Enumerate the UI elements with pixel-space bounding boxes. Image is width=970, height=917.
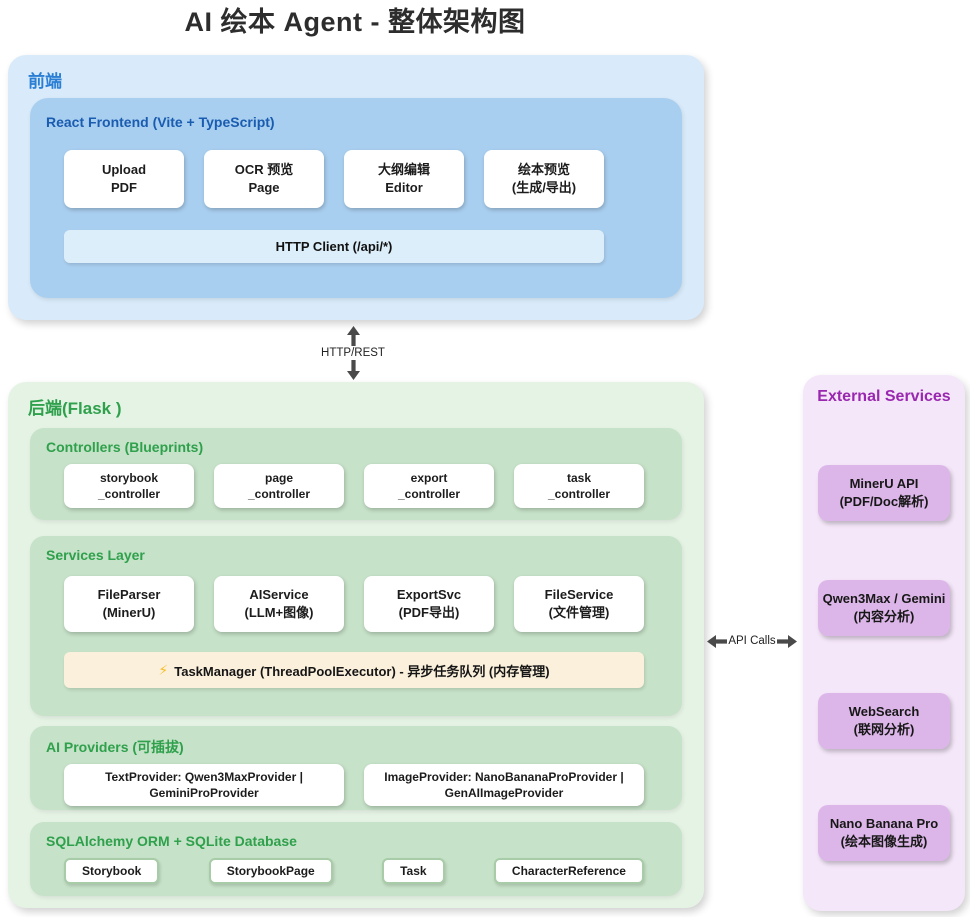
controller-label-line2: _controller <box>247 487 310 501</box>
controller-label-line1: task <box>566 470 592 485</box>
module-label-line1: Upload <box>101 162 147 178</box>
backend-external-connector: API Calls <box>705 628 799 654</box>
service-label-line2: (PDF导出) <box>398 605 460 620</box>
controllers-label: Controllers (Blueprints) <box>46 439 204 455</box>
database-subsection: SQLAlchemy ORM + SQLite Database Storybo… <box>30 822 682 896</box>
database-tables-row: Storybook StorybookPage Task CharacterRe… <box>64 858 644 884</box>
export-controller-box: export _controller <box>364 464 494 508</box>
frontend-section: 前端 React Frontend (Vite + TypeScript) Up… <box>8 55 704 320</box>
lightning-icon: ⚡ <box>158 661 169 678</box>
ocr-preview-module: OCR 预览 Page <box>204 150 324 208</box>
service-label-line2: (文件管理) <box>548 605 610 620</box>
up-arrow-icon <box>346 326 360 346</box>
react-frontend-container: React Frontend (Vite + TypeScript) Uploa… <box>30 98 682 298</box>
service-label-line1: FileParser <box>97 587 161 603</box>
module-label-line2: Page <box>248 180 280 195</box>
http-client-bar: HTTP Client (/api/*) <box>64 230 604 263</box>
page-controller-box: page _controller <box>214 464 344 508</box>
providers-row: TextProvider: Qwen3MaxProvider | GeminiP… <box>64 764 644 806</box>
provider-label-line2: GeminiProProvider <box>149 786 259 800</box>
frontend-section-label: 前端 <box>28 72 62 91</box>
nano-banana-pro-box: Nano Banana Pro (绘本图像生成) <box>818 805 950 861</box>
react-frontend-label: React Frontend (Vite + TypeScript) <box>46 114 275 130</box>
external-label-line1: Nano Banana Pro <box>829 816 939 832</box>
diagram-title: AI 绘本 Agent - 整体架构图 <box>184 7 526 37</box>
storybook-controller-box: storybook _controller <box>64 464 194 508</box>
service-label-line1: FileService <box>544 587 614 603</box>
export-svc-box: ExportSvc (PDF导出) <box>364 576 494 632</box>
file-service-box: FileService (文件管理) <box>514 576 644 632</box>
mineru-api-box: MinerU API (PDF/Doc解析) <box>818 465 950 521</box>
ai-providers-label: AI Providers (可插拔) <box>46 739 184 755</box>
external-label-line2: (联网分析) <box>853 722 915 737</box>
external-services-section: External Services MinerU API (PDF/Doc解析)… <box>803 375 965 911</box>
external-label-line1: MinerU API <box>849 476 919 492</box>
file-parser-box: FileParser (MinerU) <box>64 576 194 632</box>
module-label-line1: OCR 预览 <box>234 162 294 178</box>
controller-label-line2: _controller <box>97 487 160 501</box>
module-label-line2: (生成/导出) <box>511 180 577 195</box>
database-label: SQLAlchemy ORM + SQLite Database <box>46 833 297 849</box>
module-label-line2: PDF <box>111 180 137 195</box>
service-label-line1: ExportSvc <box>396 587 462 603</box>
controller-label-line1: page <box>264 470 293 485</box>
module-label-line1: 大纲编辑 <box>377 162 430 178</box>
provider-label-line1: ImageProvider: NanoBananaProProvider | <box>384 769 624 784</box>
right-arrow-icon <box>776 634 797 648</box>
service-label-line2: (LLM+图像) <box>244 605 314 620</box>
controller-label-line2: _controller <box>547 487 610 501</box>
http-rest-label: HTTP/REST <box>321 347 385 359</box>
qwen-gemini-box: Qwen3Max / Gemini (内容分析) <box>818 580 950 636</box>
provider-label-line2: GenAIImageProvider <box>444 786 564 800</box>
external-label-line2: (内容分析) <box>853 609 915 624</box>
module-label-line2: Editor <box>385 180 423 195</box>
frontend-backend-connector: HTTP/REST <box>313 325 393 381</box>
controllers-subsection: Controllers (Blueprints) storybook _cont… <box>30 428 682 520</box>
provider-label-line1: TextProvider: Qwen3MaxProvider | <box>105 769 303 784</box>
frontend-modules-row: Upload PDF OCR 预览 Page 大纲编辑 Editor 绘本预览 … <box>64 150 604 208</box>
task-manager-bar: ⚡ TaskManager (ThreadPoolExecutor) - 异步任… <box>64 652 644 688</box>
backend-section: 后端(Flask ) Controllers (Blueprints) stor… <box>8 382 704 908</box>
task-manager-label: TaskManager (ThreadPoolExecutor) - 异步任务队… <box>174 663 550 679</box>
task-controller-box: task _controller <box>514 464 644 508</box>
service-label-line2: (MinerU) <box>102 605 156 620</box>
controllers-row: storybook _controller page _controller e… <box>64 464 644 508</box>
services-subsection: Services Layer FileParser (MinerU) AISer… <box>30 536 682 716</box>
api-calls-label: API Calls <box>728 635 776 647</box>
ai-providers-subsection: AI Providers (可插拔) TextProvider: Qwen3Ma… <box>30 726 682 810</box>
services-row: FileParser (MinerU) AIService (LLM+图像) E… <box>64 576 644 632</box>
controller-label-line1: export <box>410 470 448 485</box>
backend-section-label: 后端(Flask ) <box>28 399 122 418</box>
external-label-line2: (PDF/Doc解析) <box>839 494 929 509</box>
storybook-page-table-box: StorybookPage <box>208 858 333 884</box>
external-label-line1: WebSearch <box>848 704 920 720</box>
storybook-preview-module: 绘本预览 (生成/导出) <box>484 150 604 208</box>
text-provider-box: TextProvider: Qwen3MaxProvider | GeminiP… <box>64 764 344 806</box>
upload-pdf-module: Upload PDF <box>64 150 184 208</box>
ai-service-box: AIService (LLM+图像) <box>214 576 344 632</box>
module-label-line1: 绘本预览 <box>517 162 570 178</box>
storybook-table-box: Storybook <box>64 858 160 884</box>
task-table-box: Task <box>382 858 445 884</box>
external-label-line2: (绘本图像生成) <box>840 834 928 849</box>
left-arrow-icon <box>707 634 728 648</box>
down-arrow-icon <box>346 360 360 380</box>
outline-editor-module: 大纲编辑 Editor <box>344 150 464 208</box>
websearch-box: WebSearch (联网分析) <box>818 693 950 749</box>
external-services-label: External Services <box>817 388 951 405</box>
external-label-line1: Qwen3Max / Gemini <box>822 591 946 607</box>
controller-label-line1: storybook <box>99 470 158 485</box>
image-provider-box: ImageProvider: NanoBananaProProvider | G… <box>364 764 644 806</box>
controller-label-line2: _controller <box>397 487 460 501</box>
character-reference-table-box: CharacterReference <box>493 858 644 884</box>
services-label: Services Layer <box>46 547 145 563</box>
service-label-line1: AIService <box>249 587 309 603</box>
